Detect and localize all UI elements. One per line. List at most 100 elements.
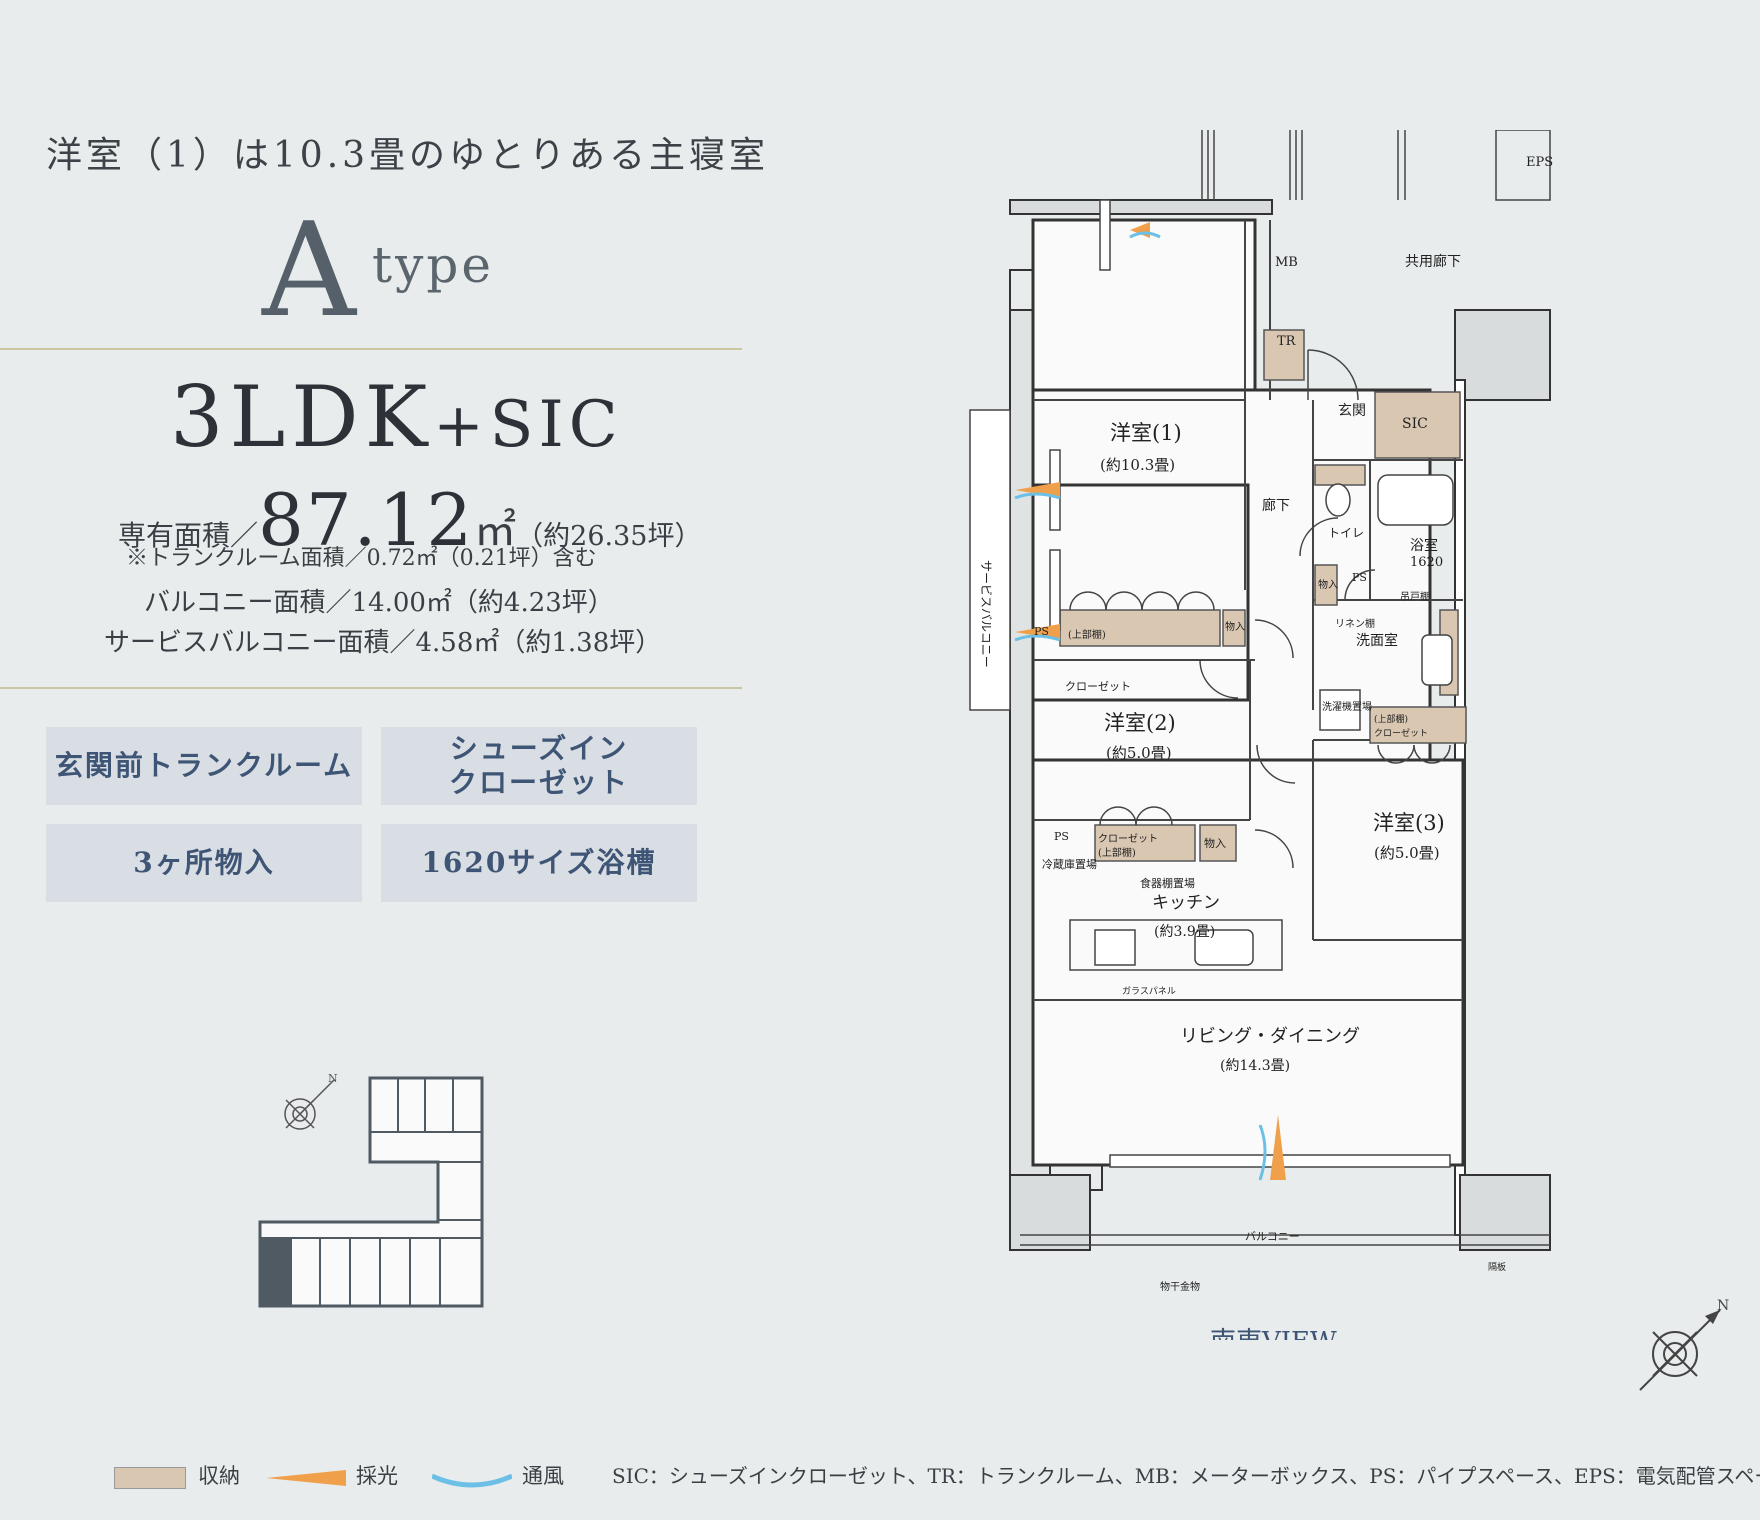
closet-room1: [1059, 609, 1221, 647]
washbasin-icon: [1421, 634, 1453, 686]
balcony-area: バルコニー面積／14.00㎡（約4.23坪）: [144, 588, 614, 618]
wind-icon: [1014, 492, 1061, 500]
label-room3: 洋室(3): [1373, 811, 1445, 835]
label-monoire-3: 物入: [1318, 578, 1338, 591]
area-line: 専有面積／87.12㎡（約26.35坪）: [118, 478, 701, 562]
label-washer: 洗濯機置場: [1322, 700, 1372, 713]
closet-room3: [1369, 706, 1467, 744]
label-bath: 浴室: [1410, 537, 1438, 554]
label-toilet: トイレ: [1328, 526, 1364, 540]
doors: [1069, 349, 1451, 869]
key-plan-unit-highlight: [260, 1238, 292, 1306]
legend-light: 採光: [266, 1460, 398, 1490]
area-value: 87.12: [258, 478, 475, 562]
light-legend-icon: [266, 1469, 346, 1486]
toilet-icon: [1325, 483, 1351, 517]
light-icon: [1270, 1115, 1286, 1180]
divider-bottom: [0, 687, 742, 689]
label-glass-panel: ガラスパネル: [1122, 986, 1176, 997]
monoire-storage-2: [1222, 609, 1246, 647]
view-indicator: 南東VIEW: [1210, 1327, 1337, 1340]
label-room1-size: (約10.3畳): [1100, 456, 1175, 474]
label-genkan: 玄関: [1338, 402, 1366, 419]
light-wind-indicators: [1014, 222, 1286, 1181]
label-tr: TR: [1277, 334, 1297, 349]
label-upper-shelf-1: (上部棚): [1068, 628, 1106, 641]
layout-suffix: SIC: [489, 388, 623, 462]
label-living: リビング・ダイニング: [1180, 1026, 1360, 1047]
bathtub-icon: [1377, 474, 1454, 526]
legend-storage-label: 収納: [198, 1464, 240, 1488]
label-living-size: (約14.3畳): [1220, 1058, 1290, 1074]
label-room3-size: (約5.0畳): [1374, 844, 1440, 862]
stove-icon: [1094, 929, 1136, 966]
fixtures: [1069, 474, 1454, 971]
label-sic: SIC: [1402, 416, 1428, 432]
layout-title: 3LDK+SIC: [170, 372, 623, 471]
label-upper-shelf-3: (上部棚): [1374, 713, 1408, 725]
feature-bathtub: 1620サイズ浴槽: [381, 824, 697, 902]
label-shared-corridor: 共用廊下: [1405, 253, 1461, 270]
label-service-balcony: サービスバルコニー: [979, 560, 993, 668]
plan-labels: EPS MB TR 共用廊下 玄関 SIC 洋室(1) (約10.3畳) 廊下 …: [979, 155, 1553, 1293]
wind-icon: [1014, 634, 1061, 642]
compass-icon: N: [1639, 1298, 1729, 1391]
label-closet-3: クローゼット: [1374, 727, 1428, 739]
area-label: 専有面積／: [118, 519, 259, 552]
label-closet-1: クローゼット: [1065, 680, 1131, 693]
monoire-storage-3: [1199, 824, 1237, 862]
label-balcony: バルコニー: [1245, 1230, 1300, 1243]
compass-north: N: [1717, 1298, 1729, 1314]
feature-shoes-in-closet: シューズイン クローゼット: [381, 727, 697, 805]
sic-storage: [1374, 391, 1461, 459]
toilet-shelf: [1314, 464, 1366, 486]
label-bath-size: 1620: [1410, 555, 1443, 570]
building-key-plan: N: [258, 1072, 484, 1308]
feature-sic-line2: クローゼット: [448, 766, 629, 799]
wind-icon: [1129, 231, 1161, 239]
area-unit: ㎡: [474, 506, 517, 555]
tr-storage: [1263, 329, 1305, 381]
label-tsuri: 吊戸棚: [1400, 590, 1430, 603]
label-hallway: 廊下: [1262, 497, 1290, 514]
label-mb: MB: [1275, 255, 1298, 270]
label-ps-3: PS: [1054, 830, 1069, 843]
divider-top: [0, 348, 742, 350]
wind-icon: [1258, 1124, 1267, 1181]
legend-wind: 通風: [430, 1460, 564, 1490]
layout-plus: +: [433, 391, 490, 461]
label-eps: EPS: [1526, 155, 1553, 170]
feature-trunk-room: 玄関前トランクルーム: [46, 727, 362, 805]
label-monoire-1: 物入: [1225, 620, 1245, 633]
wind-legend-icon: [430, 1473, 514, 1487]
label-linen: リネン棚: [1335, 617, 1375, 630]
stairs: [1201, 130, 1551, 201]
label-washroom: 洗面室: [1356, 632, 1398, 649]
label-dish: 食器棚置場: [1140, 876, 1195, 890]
service-balcony-area: サービスバルコニー面積／4.58㎡（約1.38坪）: [104, 628, 662, 658]
key-plan-north: N: [328, 1072, 338, 1085]
label-closet-2: クローゼット: [1098, 833, 1158, 845]
feature-storage: 3ヶ所物入: [46, 824, 362, 902]
label-kitchen: キッチン: [1152, 893, 1220, 913]
label-room1: 洋室(1): [1110, 421, 1182, 445]
label-fridge: 冷蔵庫置場: [1042, 857, 1097, 871]
washer-space: [1319, 689, 1361, 731]
label-room2-size: (約5.0畳): [1106, 744, 1172, 762]
kitchen-sink-icon: [1194, 929, 1254, 966]
headline: 洋室（1）は10.3畳のゆとりある主寝室: [46, 135, 770, 176]
trunk-note: ※トランクルーム面積／0.72㎡（0.21坪）含む: [126, 546, 597, 571]
area-tsubo: （約26.35坪）: [516, 521, 702, 552]
key-plan-compass-icon: [284, 1079, 335, 1130]
legend-light-label: 採光: [356, 1464, 398, 1488]
label-view: 南東VIEW: [1210, 1327, 1337, 1340]
feature-sic-line1: シューズイン: [449, 732, 629, 765]
type-letter: A: [262, 194, 356, 346]
label-drying: 物干金物: [1160, 1280, 1200, 1293]
legend-wind-label: 通風: [522, 1464, 564, 1488]
label-monoire-2: 物入: [1204, 836, 1226, 850]
label-partition: 隔板: [1488, 1261, 1506, 1273]
label-ps-1: PS: [1352, 571, 1367, 584]
label-room2: 洋室(2): [1104, 711, 1176, 735]
legend-storage: 収納: [114, 1460, 240, 1490]
